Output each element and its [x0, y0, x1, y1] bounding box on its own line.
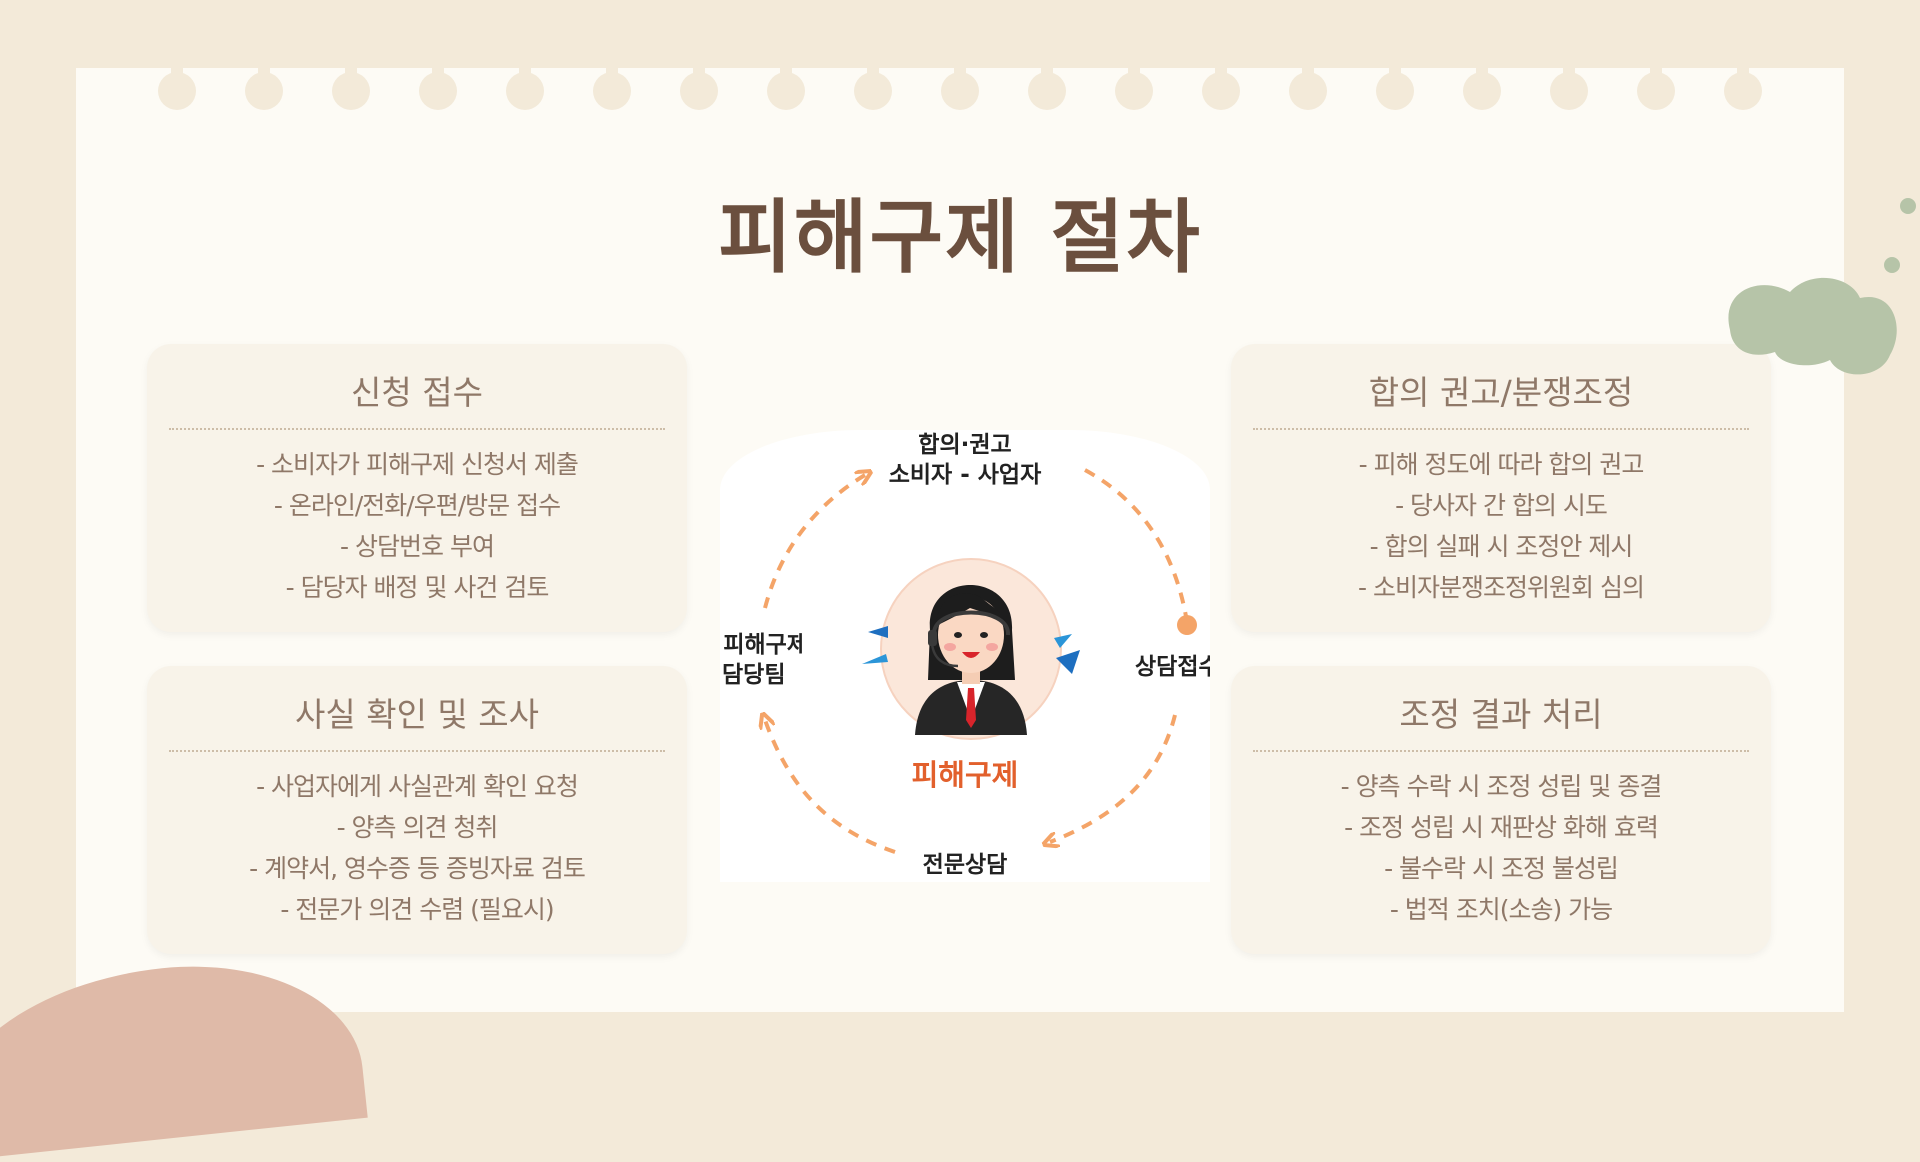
card-divider — [169, 750, 665, 752]
card-title: 합의 권고/분쟁조정 — [1368, 373, 1634, 412]
list-item: - 조정 성립 시 재판상 화해 효력 — [1344, 813, 1659, 842]
card-investigation: 사실 확인 및 조사 - 사업자에게 사실관계 확인 요청 - 양측 의견 청취… — [147, 666, 687, 954]
stage-label-consulting: 전문상담 — [922, 852, 1008, 878]
binder-hole — [1115, 54, 1153, 110]
card-list: - 사업자에게 사실관계 확인 요청 - 양측 의견 청취 - 계약서, 영수증… — [147, 766, 687, 930]
card-application: 신청 접수 - 소비자가 피해구제 신청서 제출 - 온라인/전화/우편/방문 … — [147, 344, 687, 632]
arrow-icon — [763, 475, 865, 609]
stage-label-line: 합의·권고 — [918, 432, 1012, 458]
counselor-avatar-icon — [862, 558, 1080, 740]
list-item: - 전문가 의견 수렴 (필요시) — [280, 895, 554, 924]
decorative-blob-green — [1728, 198, 1916, 375]
stage-label-agreement: 합의·권고 소비자 - 사업자 — [865, 430, 1065, 490]
notebook-paper: 피해구제 절차 신청 접수 - 소비자가 피해구제 신청서 제출 - 온라인/전… — [76, 54, 1844, 1012]
binder-hole — [1724, 54, 1762, 110]
card-divider — [1253, 750, 1749, 752]
binder-hole — [1463, 54, 1501, 110]
card-result: 조정 결과 처리 - 양측 수락 시 조정 성립 및 종결 - 조정 성립 시 … — [1231, 666, 1771, 954]
stage-label-line: 담당팀 — [722, 662, 786, 688]
binder-hole — [245, 54, 283, 110]
binder-hole — [1376, 54, 1414, 110]
list-item: - 온라인/전화/우편/방문 접수 — [273, 491, 561, 520]
binder-hole — [1202, 54, 1240, 110]
cycle-arrows — [720, 468, 1197, 854]
card-divider — [1253, 428, 1749, 430]
binder-hole — [680, 54, 718, 110]
list-item: - 상담번호 부여 — [340, 532, 495, 561]
list-item: - 소비자가 피해구제 신청서 제출 — [256, 450, 579, 479]
list-item: - 당사자 간 합의 시도 — [1395, 491, 1608, 520]
list-item: - 담당자 배정 및 사건 검토 — [285, 573, 550, 602]
card-mediation: 합의 권고/분쟁조정 - 피해 정도에 따라 합의 권고 - 당사자 간 합의 … — [1231, 344, 1771, 632]
card-list: - 피해 정도에 따라 합의 권고 - 당사자 간 합의 시도 - 합의 실패 … — [1231, 444, 1771, 608]
arrow-icon — [765, 720, 896, 854]
list-item: - 계약서, 영수증 등 증빙자료 검토 — [249, 854, 586, 883]
binder-hole — [593, 54, 631, 110]
binder-hole — [158, 54, 196, 110]
page-title: 피해구제 절차 — [718, 190, 1202, 284]
list-item: - 사업자에게 사실관계 확인 요청 — [256, 772, 579, 801]
list-item: - 불수락 시 조정 불성립 — [1384, 854, 1619, 883]
binder-hole — [941, 54, 979, 110]
stage-label-line: 피해구제 — [723, 632, 802, 658]
list-item: - 피해 정도에 따라 합의 권고 — [1358, 450, 1645, 479]
binder-hole — [332, 54, 370, 110]
list-item: - 양측 의견 청취 — [336, 813, 499, 842]
card-title: 조정 결과 처리 — [1399, 695, 1603, 734]
list-item: - 양측 수락 시 조정 성립 및 종결 — [1340, 772, 1663, 801]
binder-hole — [506, 54, 544, 110]
binder-hole — [1289, 54, 1327, 110]
card-title: 사실 확인 및 조사 — [295, 695, 539, 734]
arrow-icon — [1084, 468, 1189, 623]
process-cycle-diagram: 합의·권고 소비자 - 사업자 상담접수 전문상담 피해구제 담당팀 피해구제 — [720, 430, 1210, 882]
card-divider — [169, 428, 665, 430]
binder-hole — [419, 54, 457, 110]
card-title: 신청 접수 — [351, 373, 483, 412]
binder-hole — [1637, 54, 1675, 110]
center-label: 피해구제 — [911, 758, 1019, 792]
cycle-node-dot — [1177, 615, 1197, 635]
list-item: - 합의 실패 시 조정안 제시 — [1369, 532, 1634, 561]
stage-label-line: 소비자 - 사업자 — [888, 462, 1042, 488]
binder-hole — [767, 54, 805, 110]
arrow-icon — [1050, 714, 1177, 842]
binder-hole — [854, 54, 892, 110]
list-item: - 법적 조치(소송) 가능 — [1389, 895, 1613, 924]
list-item: - 소비자분쟁조정위원회 심의 — [1358, 573, 1645, 602]
binder-hole — [1028, 54, 1066, 110]
binder-hole — [1550, 54, 1588, 110]
card-list: - 소비자가 피해구제 신청서 제출 - 온라인/전화/우편/방문 접수 - 상… — [147, 444, 687, 608]
stage-label-intake: 상담접수 — [1135, 654, 1210, 680]
stage-label-team: 피해구제 담당팀 — [720, 630, 802, 690]
card-list: - 양측 수락 시 조정 성립 및 종결 - 조정 성립 시 재판상 화해 효력… — [1231, 766, 1771, 930]
